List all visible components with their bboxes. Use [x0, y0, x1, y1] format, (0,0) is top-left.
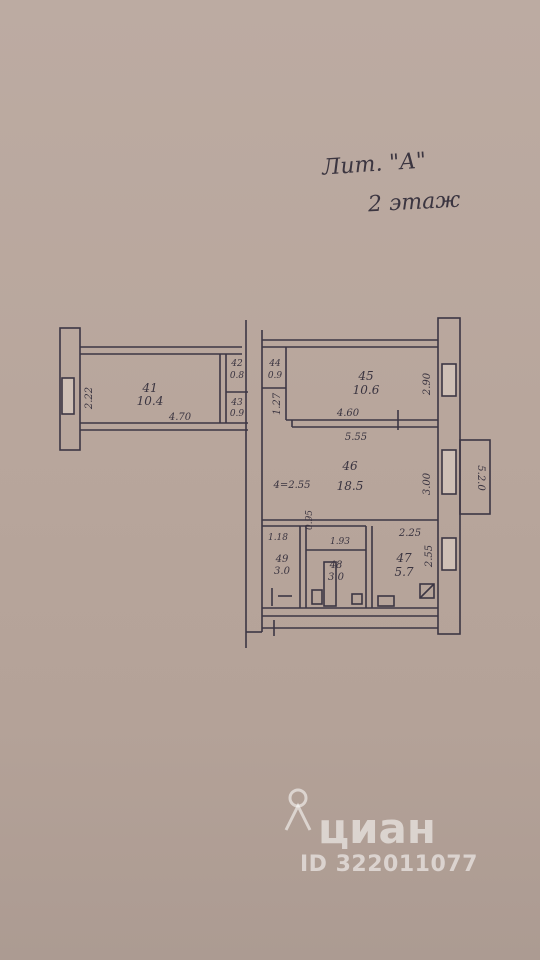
stove-icon — [419, 583, 435, 599]
room-id: 42 — [230, 359, 243, 369]
right-window — [441, 537, 457, 571]
dimension-label: 2.90 — [422, 372, 433, 396]
watermark-id: ID 322011077 — [300, 852, 478, 877]
room-id: 45 — [357, 369, 373, 383]
room-area: 0.8 — [230, 371, 245, 381]
dimension-label: 1.93 — [330, 537, 350, 547]
room-area: 3.0 — [274, 566, 291, 577]
dimension-label: 4=2.55 — [272, 480, 310, 491]
left-wall — [59, 327, 81, 451]
room-id: 48 — [329, 560, 343, 571]
room-area: 5.7 — [394, 565, 413, 579]
sink-icon — [377, 595, 395, 607]
location-pin-icon — [284, 788, 312, 831]
room-id: 44 — [268, 359, 281, 369]
room-id: 41 — [141, 381, 157, 395]
dimension-label: 2.55 — [424, 545, 435, 568]
room-area: 3.0 — [328, 572, 345, 583]
bathtub-icon — [323, 561, 337, 607]
dimension-label: 5.2.0 — [475, 465, 486, 491]
room-area: 10.4 — [137, 394, 164, 408]
room-area: 10.6 — [353, 383, 380, 397]
room-area: 0.9 — [230, 409, 245, 419]
room-id: 47 — [395, 551, 412, 565]
right-window — [441, 363, 457, 397]
room-area: 18.5 — [337, 479, 364, 493]
left-window — [61, 377, 75, 415]
dimension-label: 2.22 — [84, 387, 95, 410]
dimension-label: 4.60 — [336, 408, 360, 419]
room-id: 46 — [341, 459, 358, 473]
room-area: 0.9 — [268, 371, 283, 381]
room-id: 49 — [275, 554, 289, 565]
toilet-icon — [311, 589, 323, 605]
stove-icon — [419, 583, 435, 599]
sink-icon — [351, 593, 363, 605]
right-window — [441, 449, 457, 495]
watermark-brand: циан — [318, 804, 436, 853]
balcony — [459, 439, 491, 515]
dimension-label: 4.70 — [168, 412, 192, 423]
dimension-label: 3.00 — [422, 472, 433, 495]
dimension-label: 2.25 — [398, 528, 421, 539]
dimension-label: 0.95 — [305, 510, 315, 530]
dimension-label: 1.27 — [272, 392, 283, 415]
dimension-label: 1.18 — [268, 533, 288, 543]
room-id: 43 — [230, 398, 243, 408]
dimension-label: 5.55 — [345, 432, 367, 443]
